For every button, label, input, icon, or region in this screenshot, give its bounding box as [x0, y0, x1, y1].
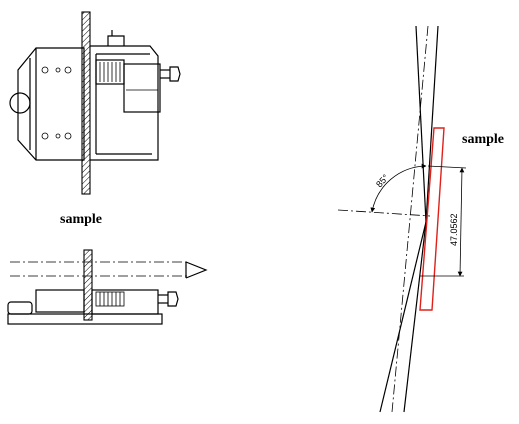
rod-axis	[391, 25, 429, 413]
rod-edge-upper-left	[415, 25, 427, 223]
sample-strip-front	[81, 11, 91, 195]
rod-edge-lower-right	[403, 221, 427, 413]
angle-label: 85°	[374, 172, 391, 189]
pointed-tip	[185, 261, 208, 279]
base-plate	[7, 313, 163, 325]
rod-edge-upper-right	[425, 25, 439, 223]
rod-diagram: 85° 47.0562	[337, 25, 467, 413]
sample-outline	[419, 127, 445, 311]
left-knob	[7, 301, 33, 315]
screw-head	[169, 66, 181, 82]
clamp-front-view	[9, 11, 181, 195]
clamp-bracket	[90, 45, 159, 161]
screw-head-side	[167, 291, 179, 307]
clamp-plate	[17, 47, 85, 161]
spring-coil	[99, 62, 121, 82]
spring-coil-side	[95, 291, 125, 307]
sample-strip-side	[83, 249, 93, 321]
angle-arc	[370, 163, 427, 213]
clamp-side-view	[7, 249, 208, 325]
dim-extension-top	[427, 165, 467, 169]
sample-label-left: sample	[60, 212, 102, 227]
clamp-body-left	[35, 289, 85, 313]
screw-block	[123, 63, 161, 113]
rod-edge-lower-left	[379, 221, 427, 413]
round-hole	[9, 92, 31, 114]
dim-line	[457, 167, 465, 277]
clamp-body-right	[91, 289, 159, 315]
horizontal-reference	[337, 209, 431, 217]
sample-label-right: sample	[462, 132, 504, 147]
length-label: 47.0562	[449, 213, 459, 246]
